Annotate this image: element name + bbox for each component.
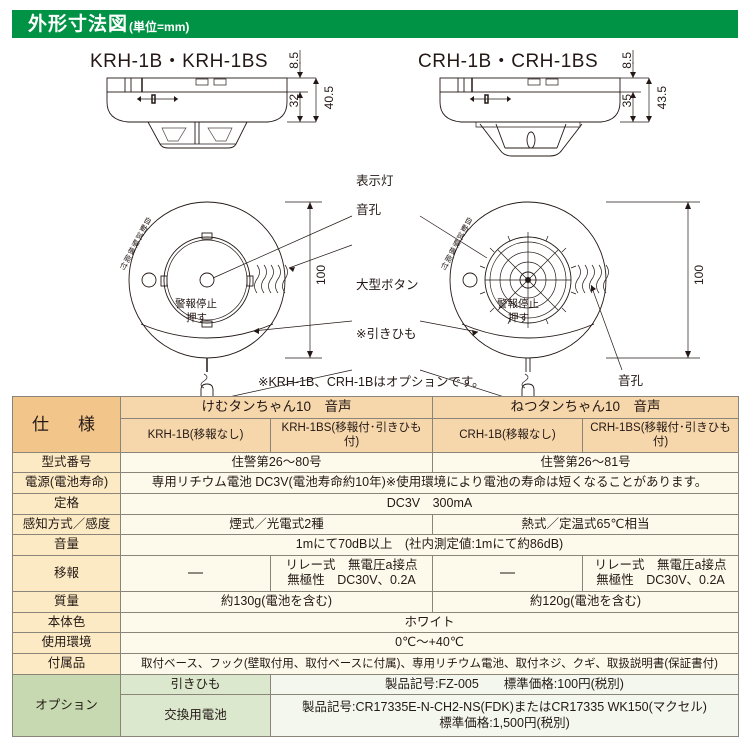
row-value-c2: リレー式 無電圧a接点 無極性 DC30V、0.2A [270, 554, 433, 593]
banner-title: 外形寸法図 [28, 13, 129, 35]
right-dim-diameter: 100 [692, 265, 706, 286]
right-dim-total: 43.5 [655, 86, 669, 110]
table-row: 移報 — リレー式 無電圧a接点 無極性 DC30V、0.2A — リレー式 無… [12, 554, 739, 593]
row-value-full: ホワイト [120, 611, 739, 634]
relay-line1: リレー式 無電圧a接点 [594, 557, 727, 572]
right-dim-top: 8.5 [620, 52, 634, 69]
row-label: 感知方式／感度 [12, 513, 121, 536]
column-header-krh1b: KRH-1B(移報なし) [120, 417, 271, 453]
row-label: 使用環境 [12, 632, 121, 654]
option-value-line2: 標準価格:1,500円(税別) [439, 715, 570, 730]
group-header-right: ねつタンちゃん10 音声 [432, 396, 739, 419]
row-value-c3: — [432, 554, 583, 593]
row-label: 電源(電池寿命) [12, 472, 121, 494]
left-alarm-stop-line1: 警報停止 [175, 298, 217, 310]
table-row: 付属品 取付ベース、フック(壁取付用、取付ベースに付属)、専用リチウム電池、取付… [12, 652, 739, 675]
left-side-elevation [106, 50, 319, 149]
relay-line2: 無極性 DC30V、0.2A [596, 573, 725, 588]
option-row: オプション 引きひも 製品記号:FZ-005 標準価格:100円(税別) [12, 673, 739, 738]
table-row: 質量 約130g(電池を含む) 約120g(電池を含む) [12, 591, 739, 613]
row-label: 質量 [12, 591, 121, 613]
column-header-crh1b: CRH-1B(移報なし) [432, 417, 583, 453]
option-item-name: 交換用電池 [120, 694, 271, 738]
left-plan-view [128, 201, 353, 413]
row-value-full: 1mにて70dB以上 (社内測定値:1mにて約86dB) [120, 534, 739, 556]
callout-sound-hole: 音孔 [356, 203, 382, 217]
row-label: 本体色 [12, 611, 121, 634]
right-dim-body: 35 [620, 94, 634, 108]
table-header-row-group: 仕 様 けむタンちゃん10 音声 ねつタンちゃん10 音声 [12, 396, 739, 453]
left-model-name: KRH-1B・KRH-1BS [90, 51, 269, 72]
right-plan-view [419, 201, 700, 413]
right-side-elevation [439, 50, 652, 157]
row-value-full: 専用リチウム電池 DC3V(電池寿命約10年)※使用環境により電池の寿命は短くな… [120, 472, 739, 494]
row-label: 型式番号 [12, 451, 121, 474]
left-dim-body: 32 [287, 94, 301, 108]
table-header-row-models: KRH-1B(移報なし) KRH-1BS(移報付･引きひも付) CRH-1B(移… [13, 417, 739, 453]
group-header-left: けむタンちゃん10 音声 [120, 396, 433, 419]
spec-header-cell: 仕 様 [12, 396, 121, 453]
table-row: 定格 DC3V 300mA [12, 492, 739, 515]
column-header-crh1bs: CRH-1BS(移報付･引きひも付) [582, 417, 739, 453]
left-dim-total: 40.5 [322, 86, 336, 110]
table-row: 音量 1mにて70dB以上 (社内測定値:1mにて約86dB) [12, 534, 739, 556]
row-value-full: DC3V 300mA [120, 492, 739, 515]
option-item-value: 製品記号:FZ-005 標準価格:100円(税別) [270, 673, 739, 696]
banner-unit-note: (単位=mm) [129, 19, 190, 34]
specification-table: 仕 様 けむタンちゃん10 音声 ねつタンちゃん10 音声 KRH-1B(移報な… [12, 396, 739, 738]
relay-line2: 無極性 DC30V、0.2A [287, 573, 416, 588]
option-row: 交換用電池 製品記号:CR17335E-N-CH2-NS(FDK)またはCR17… [13, 694, 739, 738]
drawing-vector-layer [106, 50, 700, 413]
row-label: 音量 [12, 534, 121, 556]
section-banner: 外形寸法図 (単位=mm) [12, 10, 738, 38]
row-value-right: 熱式／定温式65℃相当 [432, 513, 739, 536]
table-row: 本体色 ホワイト [12, 611, 739, 634]
row-value-c1: — [120, 554, 271, 593]
row-value-left: 約130g(電池を含む) [120, 591, 433, 613]
dimension-drawings: KRH-1B・KRH-1BS CRH-1B・CRH-1BS [0, 40, 750, 413]
relay-line1: リレー式 無電圧a接点 [285, 557, 418, 572]
row-value-c4: リレー式 無電圧a接点 無極性 DC30V、0.2A [582, 554, 739, 593]
row-label: 定格 [12, 492, 121, 515]
row-value-right: 約120g(電池を含む) [432, 591, 739, 613]
option-value-line1: 製品記号:CR17335E-N-CH2-NS(FDK)またはCR17335 WK… [302, 700, 707, 715]
row-label: 付属品 [12, 652, 121, 675]
drawing-footnote: ※KRH-1B、CRH-1Bはオプションです。 [258, 375, 485, 389]
right-alarm-stop-line2: 押す [508, 312, 529, 324]
option-value-line1: 製品記号:FZ-005 標準価格:100円(税別) [385, 676, 624, 691]
option-item-value: 製品記号:CR17335E-N-CH2-NS(FDK)またはCR17335 WK… [270, 694, 739, 738]
table-row: 型式番号 住警第26～80号 住警第26～81号 [12, 451, 739, 474]
row-value-left: 住警第26～80号 [120, 451, 433, 474]
left-dim-diameter: 100 [314, 265, 328, 286]
row-value-full: 取付ベース、フック(壁取付用、取付ベースに付属)、専用リチウム電池、取付ネジ、ク… [120, 652, 739, 675]
row-label: 移報 [12, 554, 121, 593]
left-alarm-stop-line2: 押す [186, 312, 207, 324]
table-row: 電源(電池寿命) 専用リチウム電池 DC3V(電池寿命約10年)※使用環境により… [12, 472, 739, 494]
callout-indicator-lamp: 表示灯 [356, 174, 394, 188]
right-model-name: CRH-1B・CRH-1BS [418, 51, 599, 72]
row-value-left: 煙式／光電式2種 [120, 513, 433, 536]
callout-pull-cord: ※引きひも [356, 327, 417, 341]
table-row: 使用環境 0℃～+40℃ [12, 632, 739, 654]
right-sound-hole-label: 音孔 [618, 374, 644, 388]
option-label: オプション [12, 673, 121, 738]
table-row: 感知方式／感度 煙式／光電式2種 熱式／定温式65℃相当 [12, 513, 739, 536]
option-item-name: 引きひも [120, 673, 271, 696]
left-dim-top: 8.5 [287, 52, 301, 69]
right-alarm-stop-line1: 警報停止 [497, 298, 539, 310]
column-header-krh1bs: KRH-1BS(移報付･引きひも付) [270, 417, 433, 453]
row-value-full: 0℃～+40℃ [120, 632, 739, 654]
row-value-right: 住警第26～81号 [432, 451, 739, 474]
callout-large-button: 大型ボタン [356, 278, 419, 292]
